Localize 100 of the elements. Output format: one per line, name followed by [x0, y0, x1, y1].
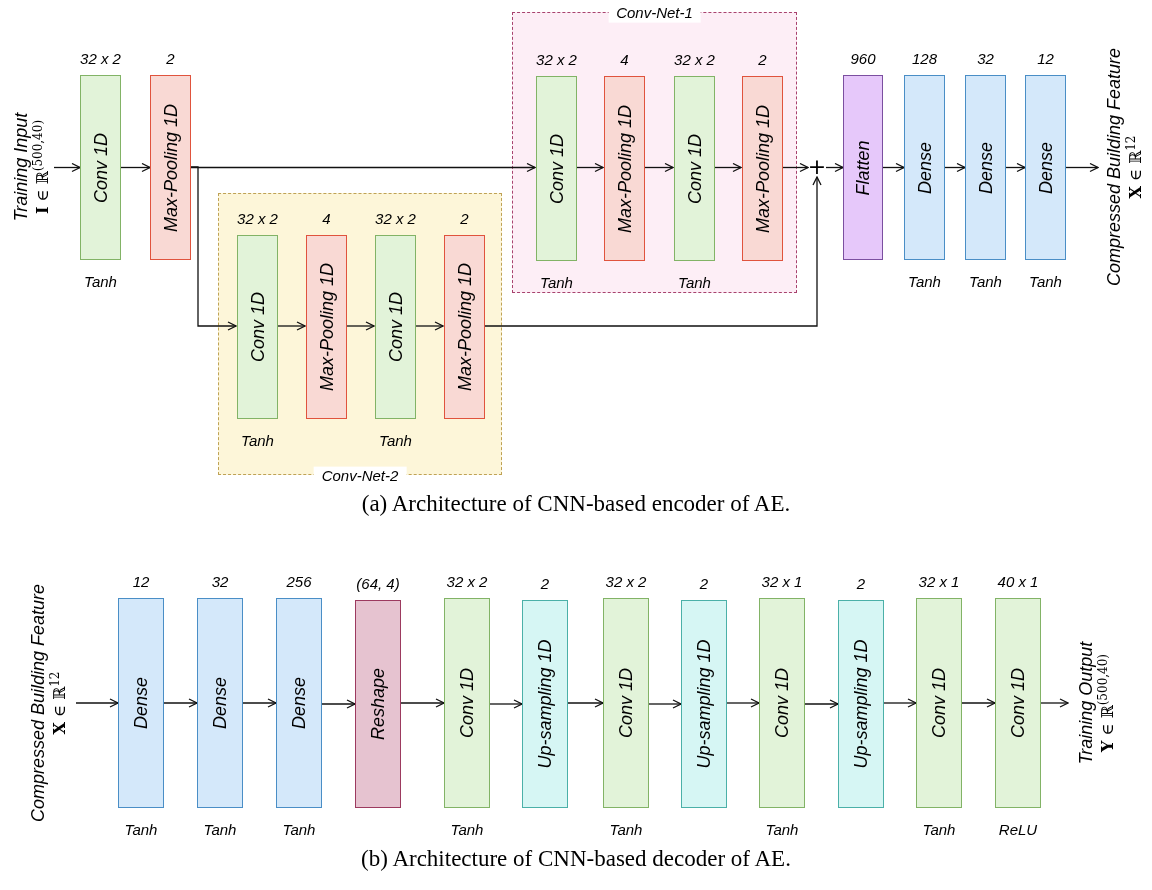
layer-name: Max-Pooling 1D: [753, 104, 772, 233]
arrow: [163, 698, 198, 708]
dense-layer-block: [1025, 75, 1066, 260]
activation-label: Tanh: [379, 433, 412, 448]
layer-name: Conv 1D: [91, 132, 110, 203]
conv-layer-block: [759, 598, 805, 808]
layer-name: Conv 1D: [1009, 668, 1027, 738]
dense-layer-block: [197, 598, 243, 808]
arrow: [53, 162, 81, 173]
layer-name: Max-Pooling 1D: [161, 103, 180, 232]
arrow: [1040, 698, 1069, 708]
arrow: [190, 166, 237, 331]
output-size-label: 2: [699, 576, 709, 591]
output-size-label: 2: [856, 576, 866, 591]
dense-layer-block: [904, 75, 945, 260]
output-size-label: 32 x 2: [674, 52, 715, 67]
activation-label: Tanh: [1029, 274, 1062, 289]
output-size-label: 128: [912, 51, 937, 66]
io-title: Training Input: [9, 112, 32, 222]
output-size-label: 2: [540, 576, 550, 591]
activation-label: Tanh: [969, 274, 1002, 289]
arrow: [882, 162, 905, 173]
conv-layer-block: [80, 75, 121, 260]
output-size-label: 32 x 2: [446, 574, 488, 589]
layer-name: Dense: [915, 141, 934, 194]
output-size-label: 12: [1037, 51, 1054, 66]
io-title: Training Output: [1074, 641, 1097, 765]
layer-name: Conv 1D: [773, 668, 791, 738]
arrow: [276, 321, 306, 331]
output-size-label: 2: [166, 51, 175, 66]
arrow: [414, 321, 444, 331]
conv-layer-block: [916, 598, 962, 808]
output-size-label: 4: [322, 211, 331, 226]
arrow: [321, 699, 356, 709]
arrow: [961, 698, 996, 708]
dense-layer-block: [276, 598, 322, 808]
layer-name: Max-Pooling 1D: [455, 262, 474, 392]
output-size-label: 32: [977, 51, 994, 66]
layer-name: Reshape: [369, 667, 387, 741]
output-size-label: 32 x 2: [237, 211, 278, 226]
conv-layer-block: [375, 235, 416, 419]
arrow: [648, 699, 682, 709]
arrow: [726, 698, 760, 708]
arrow: [944, 162, 966, 173]
output-size-label: 32 x 2: [375, 211, 416, 226]
arrow: [120, 162, 151, 173]
arrow: [713, 162, 742, 173]
arrow: [804, 699, 839, 709]
arrow: [400, 698, 445, 708]
arrow: [781, 162, 809, 173]
layer-name: Flatten: [854, 140, 872, 195]
layer-name: Max-Pooling 1D: [615, 104, 634, 233]
arrow: [883, 698, 917, 708]
activation-label: Tanh: [540, 275, 573, 290]
arrow: [575, 162, 604, 173]
dense-layer-block: [965, 75, 1006, 260]
conv-layer-block: [536, 76, 577, 261]
upsampling-layer-block: [838, 600, 884, 808]
layer-name: Conv 1D: [685, 133, 704, 204]
layer-name: Max-Pooling 1D: [317, 262, 336, 392]
conv-layer-block: [603, 598, 649, 808]
conv-layer-block: [674, 76, 715, 261]
pooling-layer-block: [150, 75, 191, 260]
arrow: [75, 698, 119, 708]
figure-caption: (b) Architecture of CNN-based decoder of AE.: [361, 845, 791, 873]
activation-label: Tanh: [450, 822, 484, 837]
output-size-label: 2: [460, 211, 469, 226]
upsampling-layer-block: [681, 600, 727, 808]
arrow: [483, 176, 822, 327]
layer-name: Conv 1D: [617, 668, 635, 738]
upsampling-layer-block: [522, 600, 568, 808]
conv-layer-block: [237, 235, 278, 419]
layer-name: Up-sampling 1D: [536, 639, 554, 769]
activation-label: Tanh: [609, 822, 643, 837]
output-size-label: 32 x 2: [536, 52, 577, 67]
activation-label: Tanh: [241, 433, 274, 448]
layer-name: Dense: [1036, 141, 1055, 194]
output-size-label: 960: [850, 51, 876, 66]
layer-name: Conv 1D: [458, 668, 476, 738]
activation-label: Tanh: [282, 822, 316, 837]
output-size-label: (64, 4): [356, 576, 400, 591]
arrow: [567, 698, 604, 708]
layer-name: Dense: [290, 677, 308, 729]
layer-name: Conv 1D: [930, 668, 948, 738]
output-size-label: 4: [620, 52, 629, 67]
output-size-label: 32 x 1: [918, 574, 960, 589]
activation-label: Tanh: [765, 822, 799, 837]
io-title: Compressed Building Feature: [26, 583, 49, 823]
figure-caption: (a) Architecture of CNN-based encoder of AE.: [361, 490, 791, 518]
activation-label: Tanh: [922, 822, 956, 837]
layer-name: Dense: [132, 677, 150, 729]
layer-name: Conv 1D: [386, 292, 405, 362]
flatten-layer-block: [843, 75, 883, 260]
layer-name: Dense: [211, 677, 229, 729]
io-title: Compressed Building Feature: [1102, 47, 1125, 287]
arrow: [643, 162, 674, 173]
arrow: [1065, 162, 1099, 173]
arrow: [1005, 162, 1026, 173]
layer-name: Up-sampling 1D: [695, 639, 713, 769]
arrow: [489, 699, 523, 709]
